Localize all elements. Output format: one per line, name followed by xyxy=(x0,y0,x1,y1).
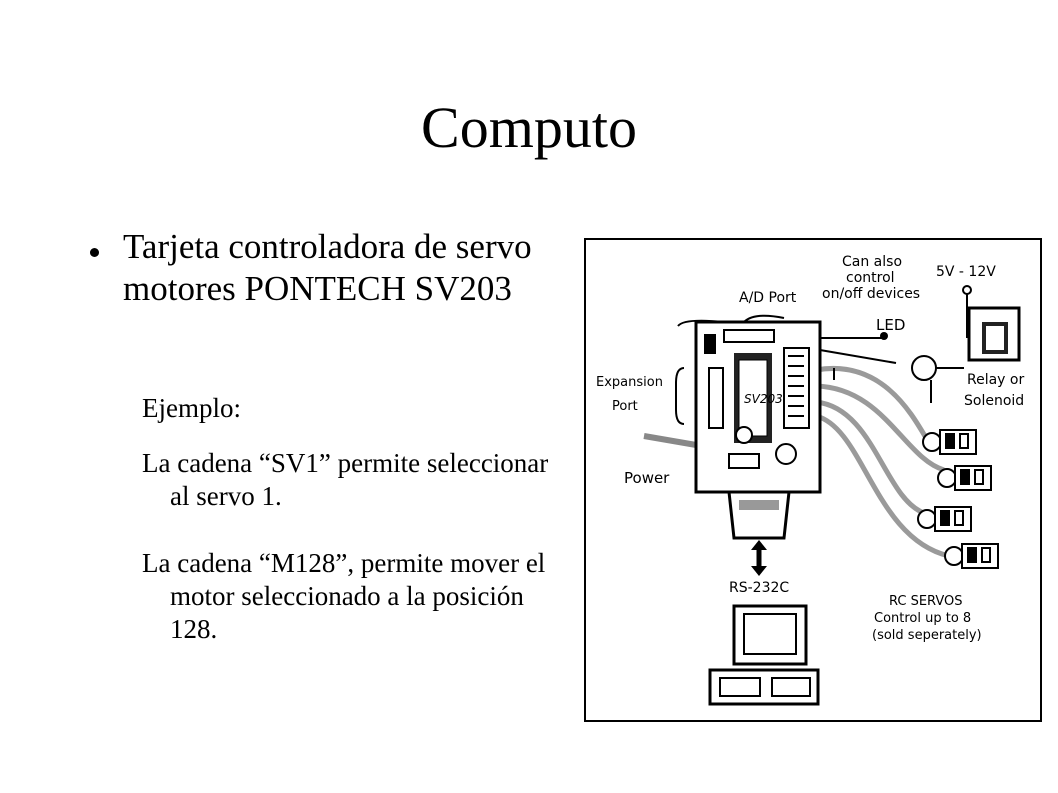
expansion-label-1: Expansion xyxy=(596,375,663,390)
sub-item-m128: La cadena “M128”, permite mover el motor… xyxy=(142,548,546,644)
relay-icon xyxy=(967,306,1021,362)
rcservos-label-1: RC SERVOS xyxy=(889,594,963,609)
servo-cables xyxy=(643,365,950,559)
db9-connector-icon xyxy=(727,490,791,540)
rcservos-label-2: Control up to 8 xyxy=(874,611,971,626)
servo-motor-icons xyxy=(917,429,999,569)
can-also-label-2: control xyxy=(846,270,895,286)
expansion-label-2: Port xyxy=(612,399,638,414)
bidirectional-arrow-icon xyxy=(751,540,767,576)
sub-item-sv1: La cadena “SV1” permite seleccionar al s… xyxy=(142,448,549,511)
power-label: Power xyxy=(624,469,670,487)
led-label: LED xyxy=(876,316,905,334)
bullet-dot-icon xyxy=(90,248,99,257)
slide-title: Computo xyxy=(421,95,637,160)
can-also-label-1: Can also xyxy=(842,254,902,270)
can-also-label-3: on/off devices xyxy=(822,286,920,302)
ad-port-label: A/D Port xyxy=(739,290,797,306)
controller-board-icon: SV203 xyxy=(694,320,822,494)
bullet-text: Tarjeta controladora de servo motores PO… xyxy=(123,227,532,308)
relay-label-1: Relay or xyxy=(967,372,1024,388)
computer-icon xyxy=(708,604,820,706)
rcservos-label-3: (sold seperately) xyxy=(872,628,982,643)
sub-item-example: Ejemplo: xyxy=(142,393,241,423)
rs232-label: RS-232C xyxy=(729,580,789,596)
servo-controller-diagram: SV203 xyxy=(584,238,1042,722)
relay-label-2: Solenoid xyxy=(964,393,1024,409)
svg-text:SV203: SV203 xyxy=(744,392,783,406)
voltage-label: 5V - 12V xyxy=(936,264,996,280)
